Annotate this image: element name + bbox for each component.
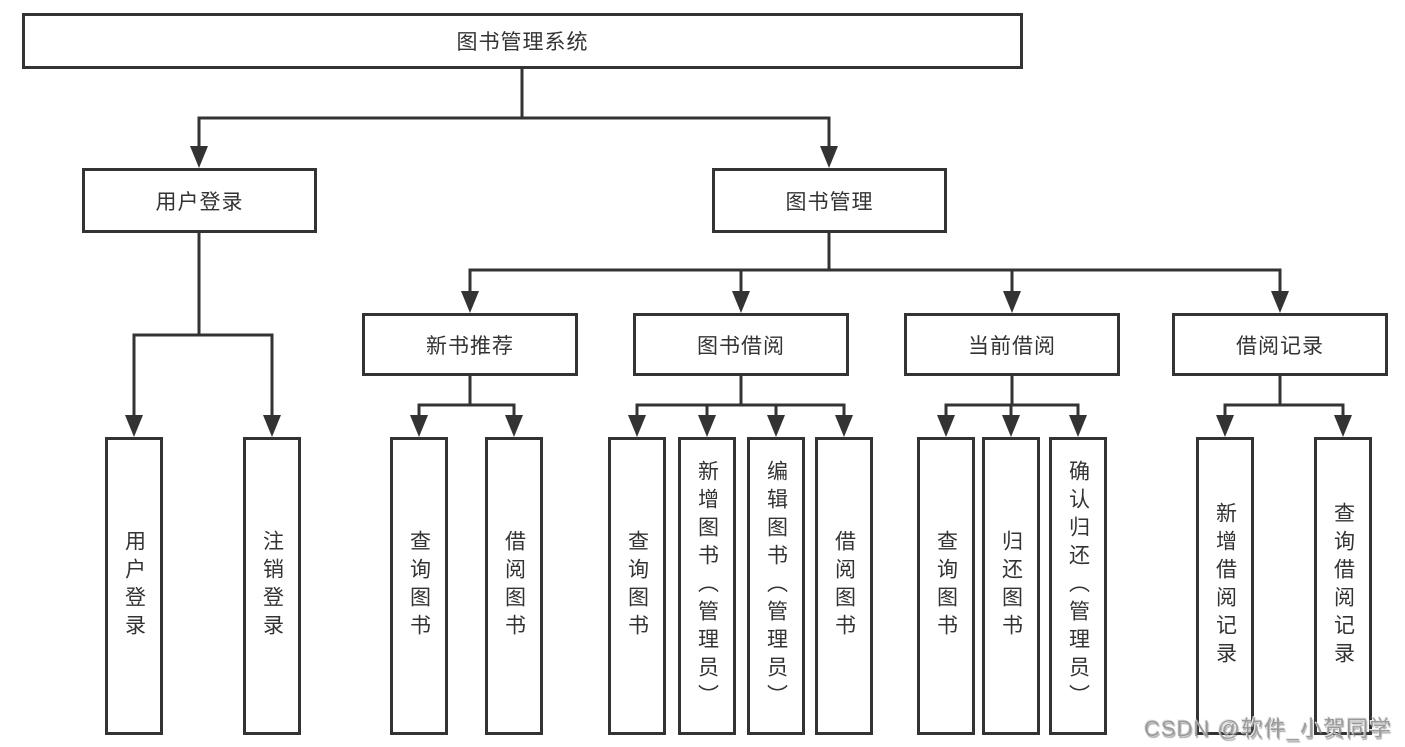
node-label: 查询图书: [625, 530, 649, 642]
node-leaf-logout: 注销登录: [243, 437, 301, 735]
node-label: 图书管理系统: [456, 31, 589, 54]
watermark: CSDN @软件_小贺同学: [1143, 716, 1392, 741]
node-book-borrowing: 图书借阅: [633, 313, 849, 376]
node-label: 借阅图书: [832, 530, 856, 642]
node-leaf-borrow-book: 借阅图书: [815, 437, 873, 735]
connector-bookborrow-to-leaves: [628, 375, 853, 437]
connector-userlogin-to-leaves: [125, 233, 281, 437]
node-leaf-user-login: 用户登录: [105, 437, 163, 735]
node-label: 确认归还（管理员）: [1066, 460, 1090, 712]
node-label: 图书借阅: [697, 334, 785, 358]
node-book-management: 图书管理: [712, 168, 947, 233]
node-root-system: 图书管理系统: [22, 13, 1023, 69]
node-user-login: 用户登录: [82, 168, 317, 233]
node-label: 查询图书: [934, 530, 958, 642]
node-label: 当前借阅: [968, 334, 1056, 358]
node-label: 新增图书（管理员）: [695, 460, 719, 712]
node-leaf-edit-book-admin: 编辑图书（管理员）: [747, 437, 805, 735]
connector-borrowrecord-to-leaves: [1216, 375, 1352, 437]
node-leaf-current-query-book: 查询图书: [917, 437, 975, 735]
connector-newbookrec-to-leaves: [410, 375, 523, 437]
node-label: 新书推荐: [426, 334, 514, 358]
node-leaf-query-borrow-record: 查询借阅记录: [1314, 437, 1372, 735]
node-label: 用户登录: [155, 190, 244, 214]
node-new-book-recommendation: 新书推荐: [362, 313, 578, 376]
node-leaf-add-book-admin: 新增图书（管理员）: [678, 437, 736, 735]
node-label: 借阅记录: [1236, 334, 1324, 358]
node-label: 图书管理: [785, 190, 874, 214]
node-label: 新增借阅记录: [1213, 502, 1237, 670]
node-leaf-borrow-query-book: 查询图书: [608, 437, 666, 735]
node-label: 注销登录: [260, 530, 284, 642]
node-current-borrowing: 当前借阅: [904, 313, 1120, 376]
node-label: 编辑图书（管理员）: [764, 460, 788, 712]
node-leaf-rec-borrow-book: 借阅图书: [485, 437, 543, 735]
node-label: 归还图书: [999, 530, 1023, 642]
node-leaf-rec-query-book: 查询图书: [390, 437, 448, 735]
node-label: 查询借阅记录: [1331, 502, 1355, 670]
node-label: 查询图书: [407, 530, 431, 642]
node-label: 用户登录: [122, 530, 146, 642]
node-label: 借阅图书: [502, 530, 526, 642]
connector-root-to-level2: [190, 68, 838, 168]
node-leaf-return-book: 归还图书: [982, 437, 1040, 735]
node-leaf-add-borrow-record: 新增借阅记录: [1196, 437, 1254, 735]
node-leaf-confirm-return-admin: 确认归还（管理员）: [1049, 437, 1107, 735]
node-borrowing-records: 借阅记录: [1172, 313, 1388, 376]
connector-currentborrow-to-leaves: [937, 375, 1087, 437]
connector-bookmgmt-to-level3: [461, 233, 1289, 313]
